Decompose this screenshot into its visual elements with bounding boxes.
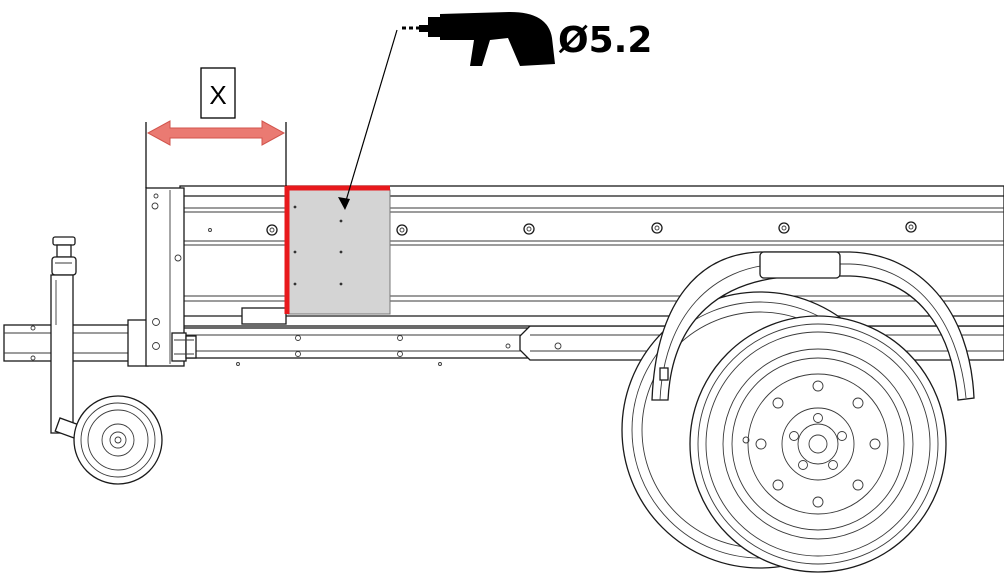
hole-diameter-label: Ø5.2 (558, 20, 652, 61)
front-wheel (689, 315, 947, 573)
dimension-arrow (146, 120, 286, 146)
jockey-wheel (50, 236, 163, 485)
mudguard (651, 251, 975, 401)
rivet-row (266, 221, 917, 236)
drill-hole-marks (293, 205, 343, 286)
corner-plate (284, 185, 391, 315)
dimension-label-box (200, 67, 236, 119)
drill-icon (402, 12, 555, 66)
plate-highlight-edge (284, 185, 390, 314)
front-headboard (145, 187, 212, 367)
dimension-x: X (145, 67, 287, 188)
leader-arrow (338, 29, 398, 210)
drawbar (3, 319, 165, 367)
dimension-label: X (209, 80, 226, 110)
